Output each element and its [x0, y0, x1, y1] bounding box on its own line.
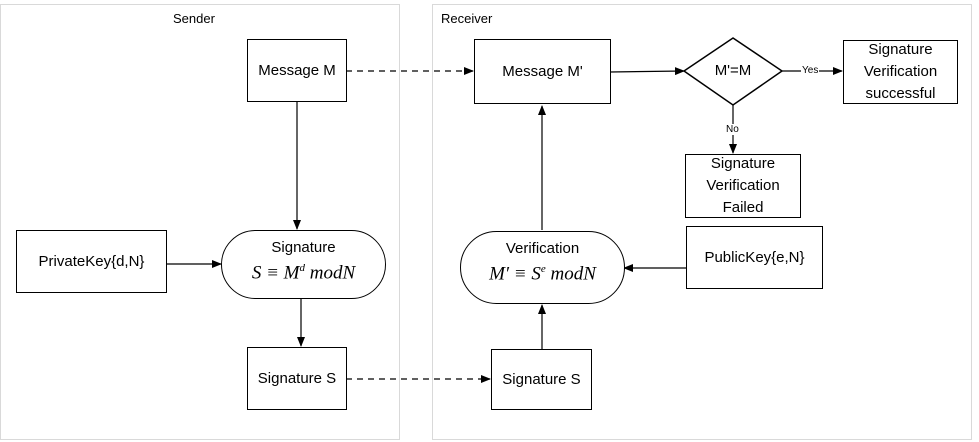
verification-process-title: Verification: [505, 240, 580, 257]
decision-yes-label: Yes: [801, 65, 820, 76]
verification-failed-box[interactable]: Signature Verification Failed: [685, 154, 801, 218]
receiver-panel: [432, 4, 972, 440]
signature-formula: S ≡ Md modN: [251, 262, 356, 284]
sender-signature-box[interactable]: Signature S: [247, 347, 347, 410]
sender-panel: [0, 4, 400, 440]
receiver-signature-box[interactable]: Signature S: [491, 349, 592, 410]
arrow-messageM-to-decision: [609, 67, 685, 76]
receiver-title: Receiver: [441, 11, 493, 26]
receiver-message-box[interactable]: Message M': [474, 39, 611, 104]
sender-title: Sender: [173, 11, 215, 26]
private-key-box[interactable]: PrivateKey{d,N}: [16, 230, 167, 293]
verification-process[interactable]: Verification M′ ≡ Se modN: [460, 231, 625, 304]
signature-process[interactable]: Signature S ≡ Md modN: [221, 230, 386, 299]
decision-no-label: No: [725, 124, 740, 135]
public-key-box[interactable]: PublicKey{e,N}: [686, 226, 823, 289]
verification-success-box[interactable]: Signature Verification successful: [843, 40, 958, 104]
decision-label: M'=M: [714, 62, 752, 79]
sender-message-box[interactable]: Message M: [247, 39, 347, 102]
signature-process-title: Signature: [271, 239, 336, 256]
verification-formula: M′ ≡ Se modN: [489, 263, 596, 285]
